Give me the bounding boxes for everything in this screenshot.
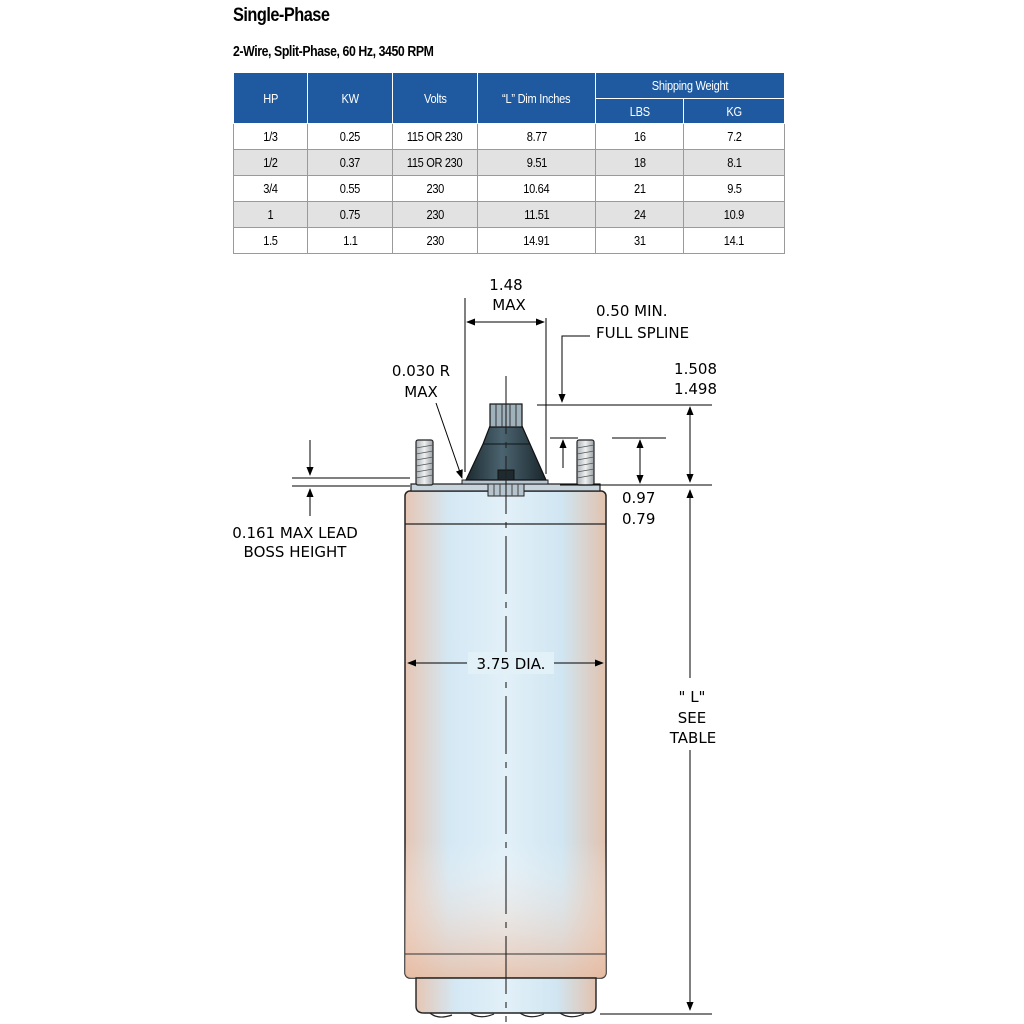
l-label-line2: SEE xyxy=(678,709,706,727)
mounting-stud-right xyxy=(576,439,595,486)
cell-lbs: 21 xyxy=(595,175,684,202)
cell-kg: 10.9 xyxy=(683,201,785,228)
header-lbs: LBS xyxy=(595,98,684,124)
dim-body-diameter: 3.75 DIA. xyxy=(407,652,604,674)
shaft-len-line2: 0.79 xyxy=(622,510,655,528)
cell-kw: 0.75 xyxy=(307,201,393,228)
cell-kw: 0.55 xyxy=(307,175,393,202)
cell-l-dim: 11.51 xyxy=(477,201,596,228)
spline-line1: 0.50 MIN. xyxy=(596,302,668,320)
cell-kg: 14.1 xyxy=(683,227,785,254)
table-row: 3/4 0.55 230 10.64 21 9.5 xyxy=(233,175,785,202)
shaft-dia-line1: 1.508 xyxy=(674,360,717,378)
dim-spline: 0.50 MIN. FULL SPLINE xyxy=(537,302,712,406)
dim-shaft-length: 0.97 0.79 xyxy=(550,437,666,528)
cell-hp: 1/3 xyxy=(233,123,308,150)
cell-lbs: 24 xyxy=(595,201,684,228)
cell-l-dim: 9.51 xyxy=(477,149,596,176)
diameter-label: 3.75 DIA. xyxy=(477,655,546,673)
cell-volts: 230 xyxy=(392,201,478,228)
dim-148-max: 1.48 MAX xyxy=(464,276,547,474)
table-row: 1.5 1.1 230 14.91 31 14.1 xyxy=(233,227,785,254)
dim-lead-boss: 0.161 MAX LEAD BOSS HEIGHT xyxy=(232,440,410,561)
header-kg: KG xyxy=(683,98,785,124)
mounting-stud-left xyxy=(415,439,434,486)
cell-hp: 1/2 xyxy=(233,149,308,176)
cell-kw: 1.1 xyxy=(307,227,393,254)
spline-line2: FULL SPLINE xyxy=(596,324,689,342)
header-volts: Volts xyxy=(392,72,478,124)
dim-shaft-diameter: 1.508 1.498 xyxy=(560,360,717,486)
cell-kw: 0.37 xyxy=(307,149,393,176)
shaft-len-line1: 0.97 xyxy=(622,489,655,507)
cell-l-dim: 8.77 xyxy=(477,123,596,150)
l-label-line1: " L" xyxy=(679,688,706,706)
cell-volts: 230 xyxy=(392,175,478,202)
dim-l-length: " L" SEE TABLE xyxy=(600,489,716,1015)
cell-lbs: 16 xyxy=(595,123,684,150)
lead-boss-line2: BOSS HEIGHT xyxy=(244,543,348,561)
cell-l-dim: 14.91 xyxy=(477,227,596,254)
cell-hp: 1 xyxy=(233,201,308,228)
dim-148-line1: 1.48 xyxy=(489,276,522,294)
table-row: 1/3 0.25 115 OR 230 8.77 16 7.2 xyxy=(233,123,785,150)
dim-148-line2: MAX xyxy=(492,296,525,314)
cell-l-dim: 10.64 xyxy=(477,175,596,202)
cell-kg: 7.2 xyxy=(683,123,785,150)
l-label-line3: TABLE xyxy=(669,729,716,747)
cell-hp: 1.5 xyxy=(233,227,308,254)
cell-volts: 115 OR 230 xyxy=(392,123,478,150)
header-hp: HP xyxy=(233,72,308,124)
header-l-dim: “L” Dim Inches xyxy=(477,72,596,124)
header-shipping-weight: Shipping Weight xyxy=(595,72,785,99)
shaft-dia-line2: 1.498 xyxy=(674,380,717,398)
cell-volts: 115 OR 230 xyxy=(392,149,478,176)
page-title: Single-Phase xyxy=(233,5,330,26)
lead-boss-line1: 0.161 MAX LEAD xyxy=(232,524,358,542)
cell-volts: 230 xyxy=(392,227,478,254)
spec-table: HP KW Volts “L” Dim Inches Shipping Weig… xyxy=(233,72,785,254)
cell-kw: 0.25 xyxy=(307,123,393,150)
radius-line2: MAX xyxy=(404,383,437,401)
page-subtitle: 2-Wire, Split-Phase, 60 Hz, 3450 RPM xyxy=(233,43,434,60)
table-row: 1 0.75 230 11.51 24 10.9 xyxy=(233,201,785,228)
dim-radius: 0.030 R MAX xyxy=(392,362,463,479)
header-kw: KW xyxy=(307,72,393,124)
cell-lbs: 31 xyxy=(595,227,684,254)
radius-line1: 0.030 R xyxy=(392,362,450,380)
